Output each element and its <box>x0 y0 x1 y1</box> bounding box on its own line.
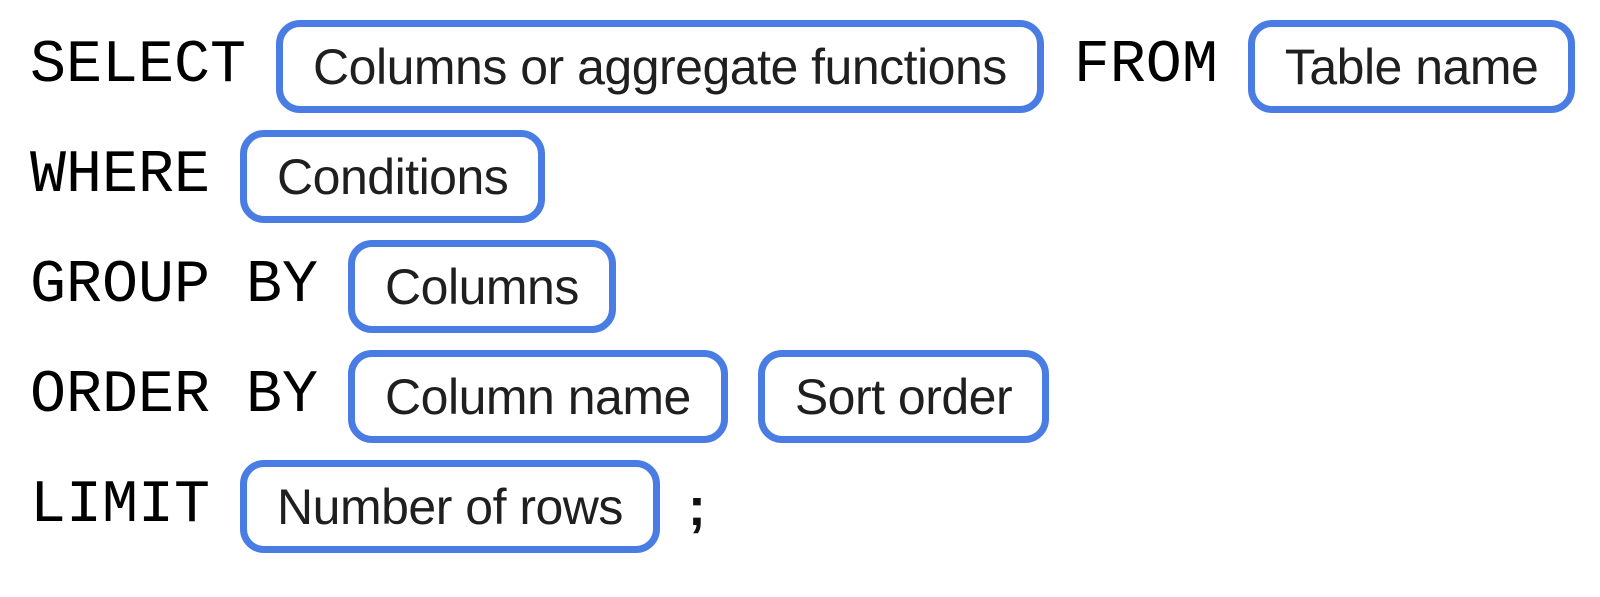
keyword-select: SELECT <box>30 32 247 100</box>
placeholder-table-name: Table name <box>1247 20 1576 113</box>
syntax-row-where: WHERE Conditions <box>30 130 1600 223</box>
keyword-from: FROM <box>1073 32 1218 100</box>
syntax-row-limit: LIMIT Number of rows ; <box>30 460 1600 553</box>
placeholder-number-of-rows: Number of rows <box>240 460 660 553</box>
keyword-where: WHERE <box>30 142 211 210</box>
keyword-limit: LIMIT <box>30 472 211 540</box>
syntax-row-group-by: GROUP BY Columns <box>30 240 1600 333</box>
syntax-row-order-by: ORDER BY Column name Sort order <box>30 350 1600 443</box>
placeholder-column-name: Column name <box>348 350 728 443</box>
placeholder-conditions: Conditions <box>240 130 546 223</box>
syntax-row-select: SELECT Columns or aggregate functions FR… <box>30 20 1600 113</box>
keyword-group-by: GROUP BY <box>30 252 319 320</box>
placeholder-sort-order: Sort order <box>757 350 1050 443</box>
statement-terminator-semicolon: ; <box>687 476 706 537</box>
keyword-order-by: ORDER BY <box>30 362 319 430</box>
sql-syntax-diagram: SELECT Columns or aggregate functions FR… <box>30 20 1600 553</box>
placeholder-group-columns: Columns <box>348 240 616 333</box>
placeholder-columns-or-aggregate-functions: Columns or aggregate functions <box>276 20 1044 113</box>
